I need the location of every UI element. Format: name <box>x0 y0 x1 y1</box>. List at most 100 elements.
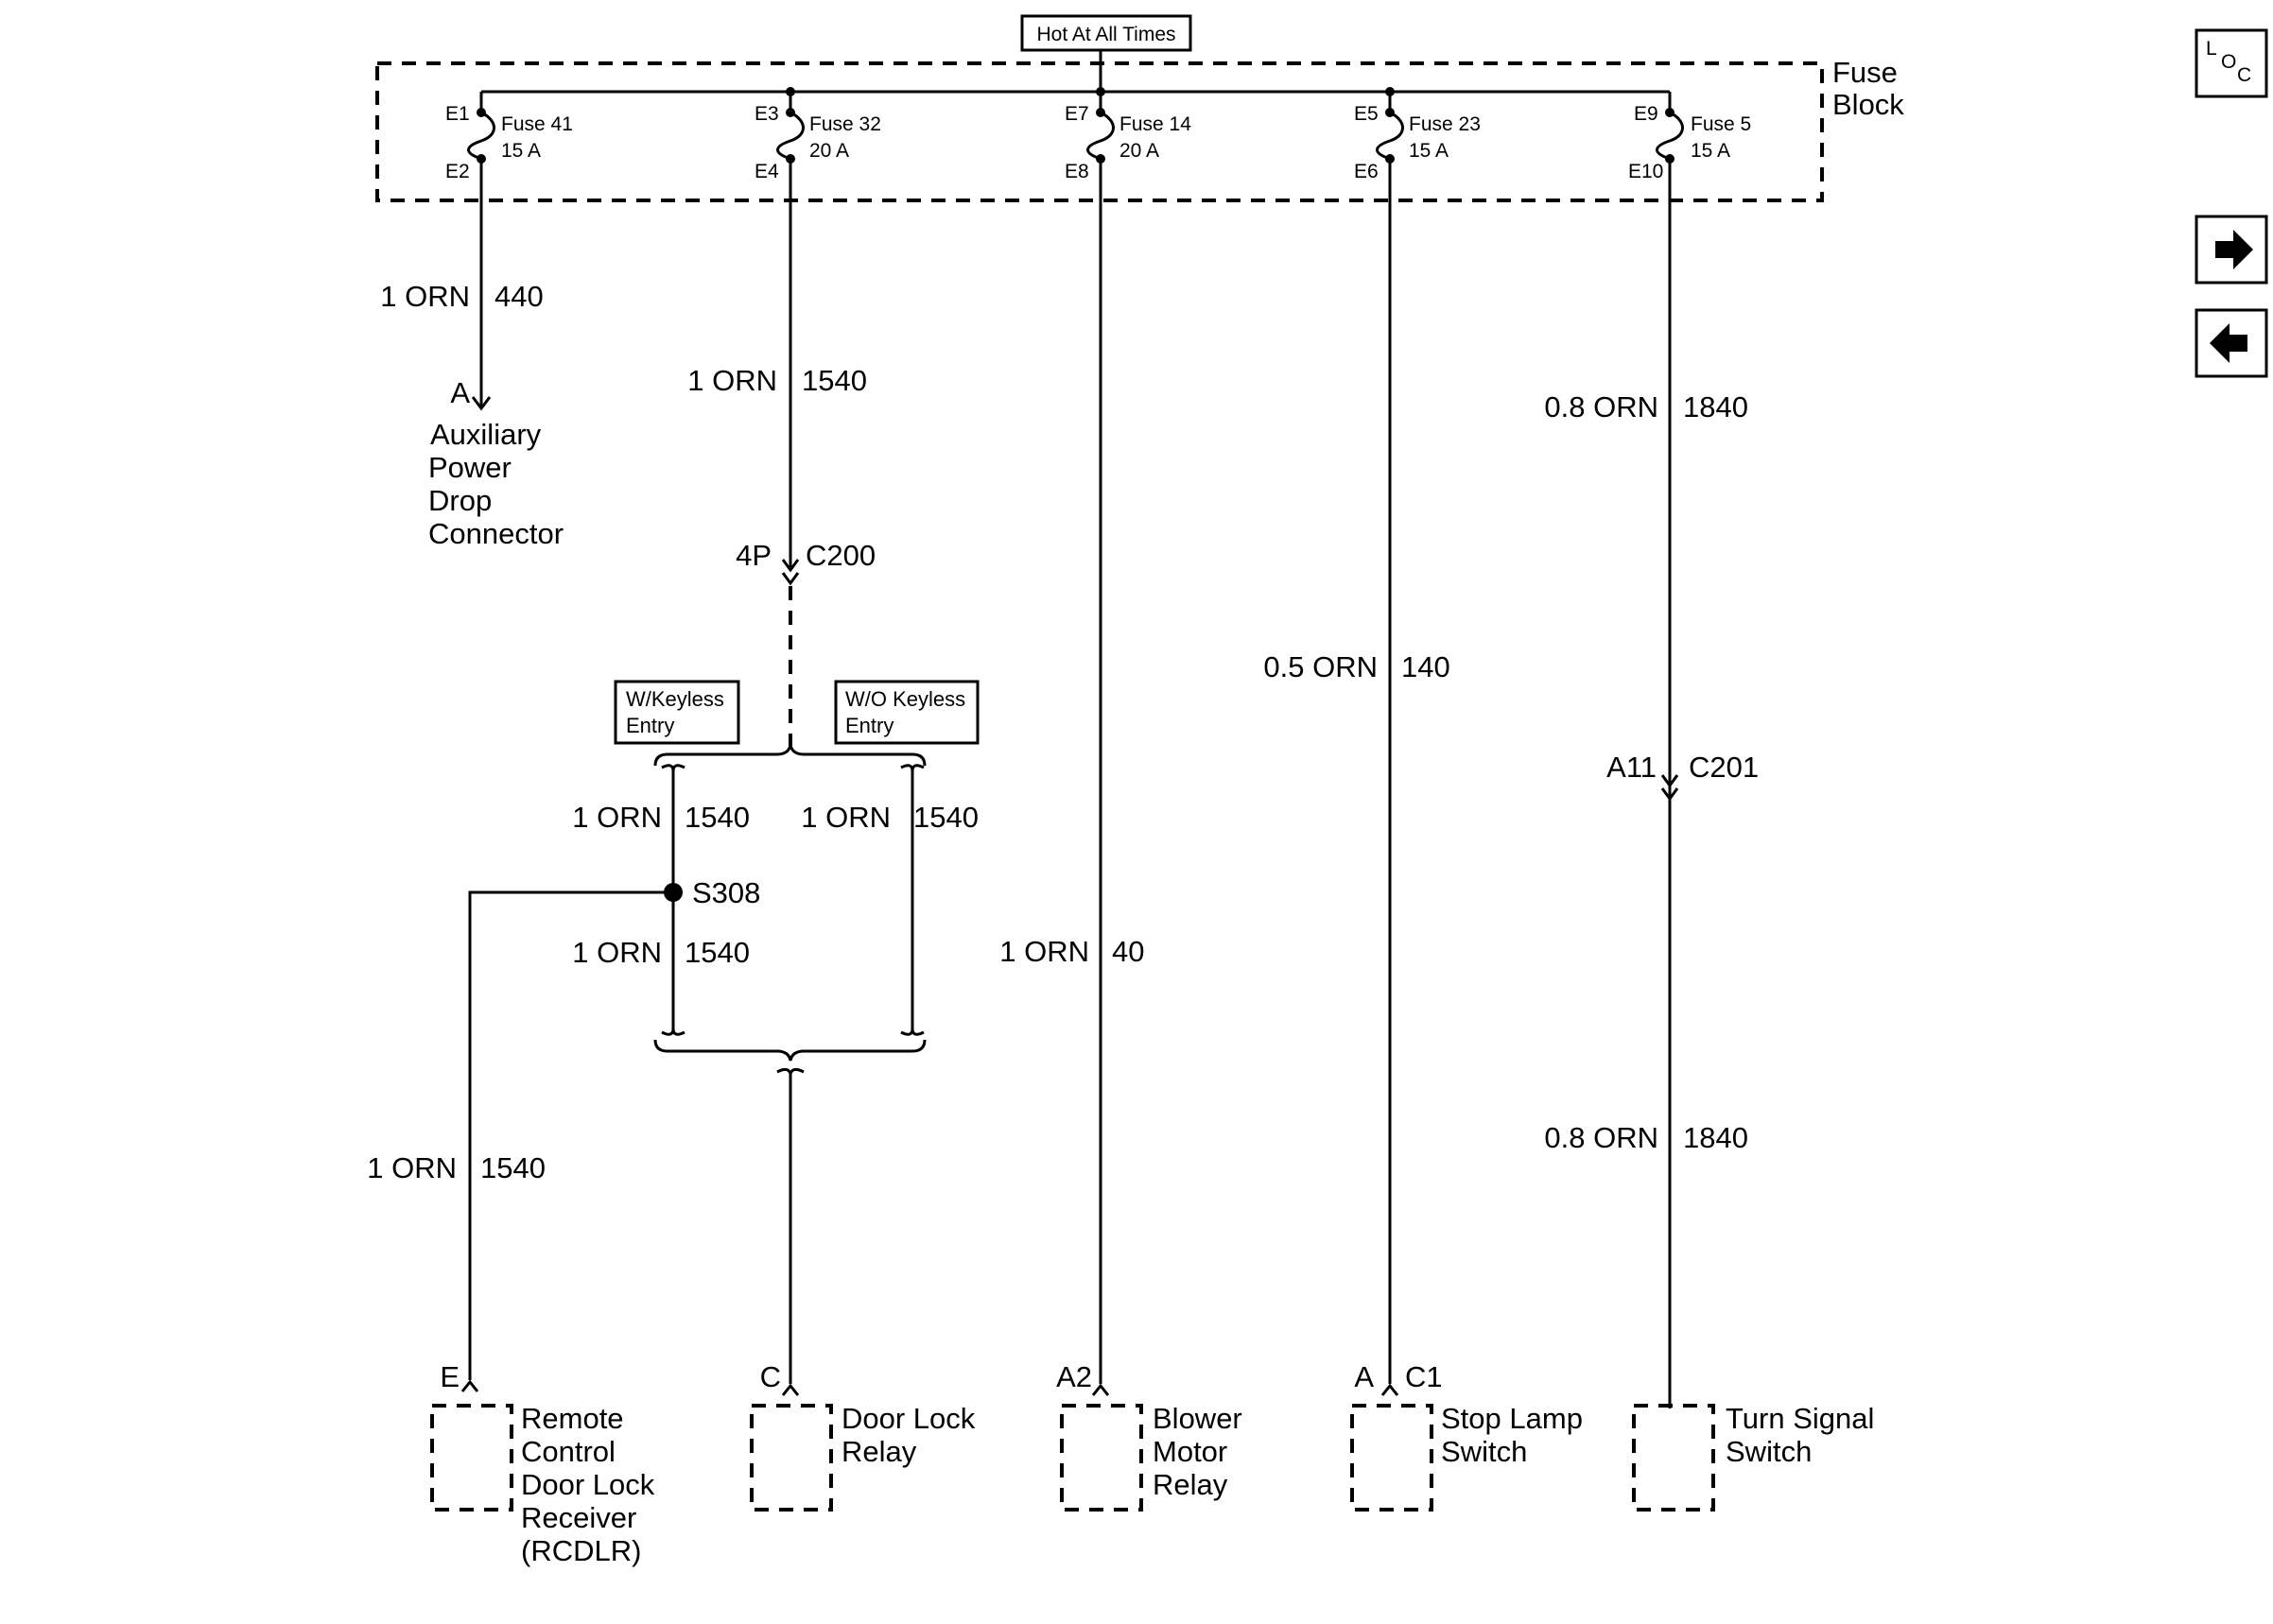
fuse-5-rating: 15 A <box>1691 140 1730 162</box>
blower-relay-pin: A2 <box>1056 1360 1092 1393</box>
fuse-41-rating: 15 A <box>501 140 541 162</box>
locator-button[interactable]: L O C <box>2195 28 2268 98</box>
arrow-left-icon <box>2210 323 2247 363</box>
no-keyless-circuit: 1540 <box>913 801 979 834</box>
wire-440-circuit: 440 <box>495 280 544 313</box>
svg-text:Turn Signal: Turn Signal <box>1726 1402 1874 1435</box>
fuse-41-name: Fuse 41 <box>501 113 573 135</box>
wire-440-gauge: 1 ORN <box>380 280 470 313</box>
option-bracket-bottom <box>653 1039 927 1062</box>
splice-s308-label: S308 <box>692 876 760 909</box>
previous-page-button[interactable] <box>2195 308 2268 378</box>
fuse-23-name: Fuse 23 <box>1409 113 1481 135</box>
stop-lamp-pin-a: A <box>1354 1360 1374 1393</box>
wire-rcdlr <box>468 890 673 1380</box>
c200-pin: 4P <box>736 539 772 572</box>
aux-connector-pin: A <box>450 376 470 409</box>
svg-text:Receiver: Receiver <box>521 1501 636 1534</box>
with-keyless-entry-box: W/Keyless Entry <box>614 680 740 745</box>
wire-1840-upper-circuit: 1840 <box>1683 390 1748 423</box>
wire-140-gauge: 0.5 ORN <box>1263 650 1378 683</box>
svg-text:Door Lock: Door Lock <box>842 1402 976 1435</box>
svg-text:Relay: Relay <box>1153 1468 1228 1501</box>
aux-power-drop-label: Auxiliary Power Drop Connector <box>428 418 564 550</box>
fuse-5-top-terminal: E9 <box>1634 103 1658 125</box>
svg-text:W/Keyless: W/Keyless <box>626 687 724 711</box>
svg-text:Drop: Drop <box>428 484 492 517</box>
c201-name: C201 <box>1689 751 1759 784</box>
c200-name: C200 <box>806 539 876 572</box>
fuse-23: E5 E6 Fuse 23 15 A <box>1354 87 1481 182</box>
wire-40-gauge: 1 ORN <box>999 935 1089 968</box>
fuse-block-title-2: Block <box>1832 88 1904 121</box>
hot-at-all-times-box: Hot At All Times <box>1020 14 1192 52</box>
fuse-14-rating: 20 A <box>1119 140 1159 162</box>
fuse-14-name: Fuse 14 <box>1119 113 1191 135</box>
svg-text:C: C <box>2237 64 2251 86</box>
svg-text:L: L <box>2206 38 2217 60</box>
wire-1540-gauge: 1 ORN <box>687 364 777 397</box>
without-keyless-entry-box: W/O Keyless Entry <box>834 680 980 745</box>
wire-1540-circuit: 1540 <box>802 364 867 397</box>
fuse-32-rating: 20 A <box>809 140 849 162</box>
fuse-5-bottom-terminal: E10 <box>1628 161 1663 182</box>
fuse-block-outline <box>375 61 1824 202</box>
svg-text:Door Lock: Door Lock <box>521 1468 655 1501</box>
fuse-41-bottom-terminal: E2 <box>445 161 470 182</box>
svg-text:Blower: Blower <box>1153 1402 1242 1435</box>
wire-1840-upper-gauge: 0.8 ORN <box>1544 390 1658 423</box>
next-page-button[interactable] <box>2195 215 2268 285</box>
keyless-lower-circuit: 1540 <box>685 936 750 969</box>
svg-text:(RCDLR): (RCDLR) <box>521 1534 641 1567</box>
fuse-14-top-terminal: E7 <box>1065 103 1089 125</box>
connector-c200: 4P C200 <box>736 539 876 586</box>
fuse-32-name: Fuse 32 <box>809 113 881 135</box>
fuse-14: E7 E8 Fuse 14 20 A <box>1065 87 1191 182</box>
turn-signal-switch-component: Turn Signal Switch <box>1632 1402 1874 1512</box>
no-keyless-gauge: 1 ORN <box>801 801 891 834</box>
fuse-41: E1 E2 Fuse 41 15 A <box>445 92 573 182</box>
stop-lamp-pin-c1: C1 <box>1405 1360 1443 1393</box>
svg-text:Entry: Entry <box>626 714 674 737</box>
wire-1840-lower-gauge: 0.8 ORN <box>1544 1121 1658 1154</box>
svg-text:W/O Keyless: W/O Keyless <box>845 687 965 711</box>
svg-text:Remote: Remote <box>521 1402 624 1435</box>
fuse-23-top-terminal: E5 <box>1354 103 1379 125</box>
svg-text:Entry: Entry <box>845 714 894 737</box>
wire-1840-lower-circuit: 1840 <box>1683 1121 1748 1154</box>
connector-c201: A11 C201 <box>1606 751 1759 802</box>
svg-text:Switch: Switch <box>1441 1435 1527 1468</box>
fuse-14-bottom-terminal: E8 <box>1065 161 1089 182</box>
fuse-5: E9 E10 Fuse 5 15 A <box>1628 92 1751 182</box>
c201-pin: A11 <box>1606 751 1657 784</box>
svg-text:Power: Power <box>428 451 512 484</box>
stop-lamp-switch-component: A C1 Stop Lamp Switch <box>1350 1360 1583 1512</box>
hot-label: Hot At All Times <box>1036 24 1175 45</box>
svg-text:Switch: Switch <box>1726 1435 1812 1468</box>
svg-text:Control: Control <box>521 1435 616 1468</box>
wire-140-circuit: 140 <box>1401 650 1450 683</box>
svg-text:O: O <box>2221 51 2236 73</box>
keyless-lower-gauge: 1 ORN <box>572 936 662 969</box>
rcdlr-wire-gauge: 1 ORN <box>367 1151 457 1184</box>
svg-text:Motor: Motor <box>1153 1435 1227 1468</box>
wire-40-circuit: 40 <box>1112 935 1144 968</box>
fuse-23-rating: 15 A <box>1409 140 1449 162</box>
fuse-32: E3 E4 Fuse 32 20 A <box>755 87 881 182</box>
connector-arrow <box>471 396 492 411</box>
fuse-5-name: Fuse 5 <box>1691 113 1751 135</box>
door-lock-relay-pin: C <box>760 1360 781 1393</box>
svg-text:Relay: Relay <box>842 1435 917 1468</box>
arrow-right-icon <box>2215 230 2253 269</box>
rcdlr-wire-circuit: 1540 <box>480 1151 546 1184</box>
fuse-block-title-1: Fuse <box>1832 56 1898 89</box>
keyless-upper-circuit: 1540 <box>685 801 750 834</box>
svg-text:Connector: Connector <box>428 517 564 550</box>
rcdlr-pin: E <box>440 1360 460 1393</box>
wire-no-keyless <box>900 764 914 1036</box>
svg-text:Auxiliary: Auxiliary <box>430 418 542 451</box>
rcdlr-component: E Remote Control Door Lock Receiver (RCD… <box>430 1360 655 1567</box>
fuse-41-top-terminal: E1 <box>445 103 470 125</box>
option-bracket-top <box>653 744 927 767</box>
